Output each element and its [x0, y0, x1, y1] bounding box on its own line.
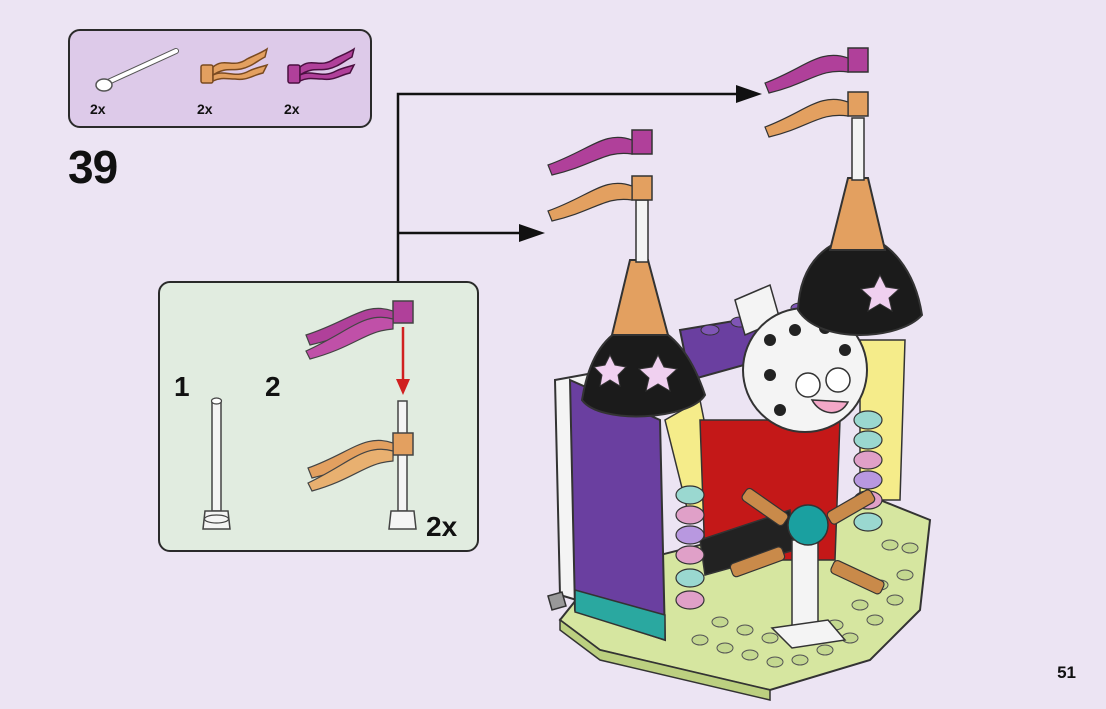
arrow-head-icon	[519, 224, 545, 242]
left-tower	[547, 129, 707, 418]
connector-arrows	[396, 92, 740, 281]
part-qty-orange-flag: 2x	[197, 101, 213, 117]
white-antenna-bar-icon	[88, 39, 180, 97]
sub-assembly-callout: 1 2 2x	[158, 281, 479, 552]
arrow-head-icon	[736, 85, 762, 103]
red-arrow-icon	[396, 379, 410, 395]
part-qty-magenta-flag: 2x	[284, 101, 300, 117]
sub-step-1-number: 1	[174, 371, 190, 402]
assembly-flags-icon	[305, 300, 417, 530]
page-number: 51	[1057, 663, 1076, 682]
white-antenna-bar-icon	[202, 397, 231, 530]
sub-step-2-number: 2	[265, 371, 281, 402]
orange-flag-icon	[195, 39, 275, 97]
round-brick-columns	[675, 410, 883, 610]
center-spinner	[729, 487, 885, 649]
sub-step-2-qty: 2x	[426, 511, 458, 542]
right-tower	[764, 47, 924, 336]
magenta-flag-icon	[282, 39, 362, 97]
part-qty-antenna: 2x	[90, 101, 106, 117]
step-number: 39	[68, 141, 118, 193]
parts-list-callout: 2x 2x 2x	[68, 29, 372, 128]
